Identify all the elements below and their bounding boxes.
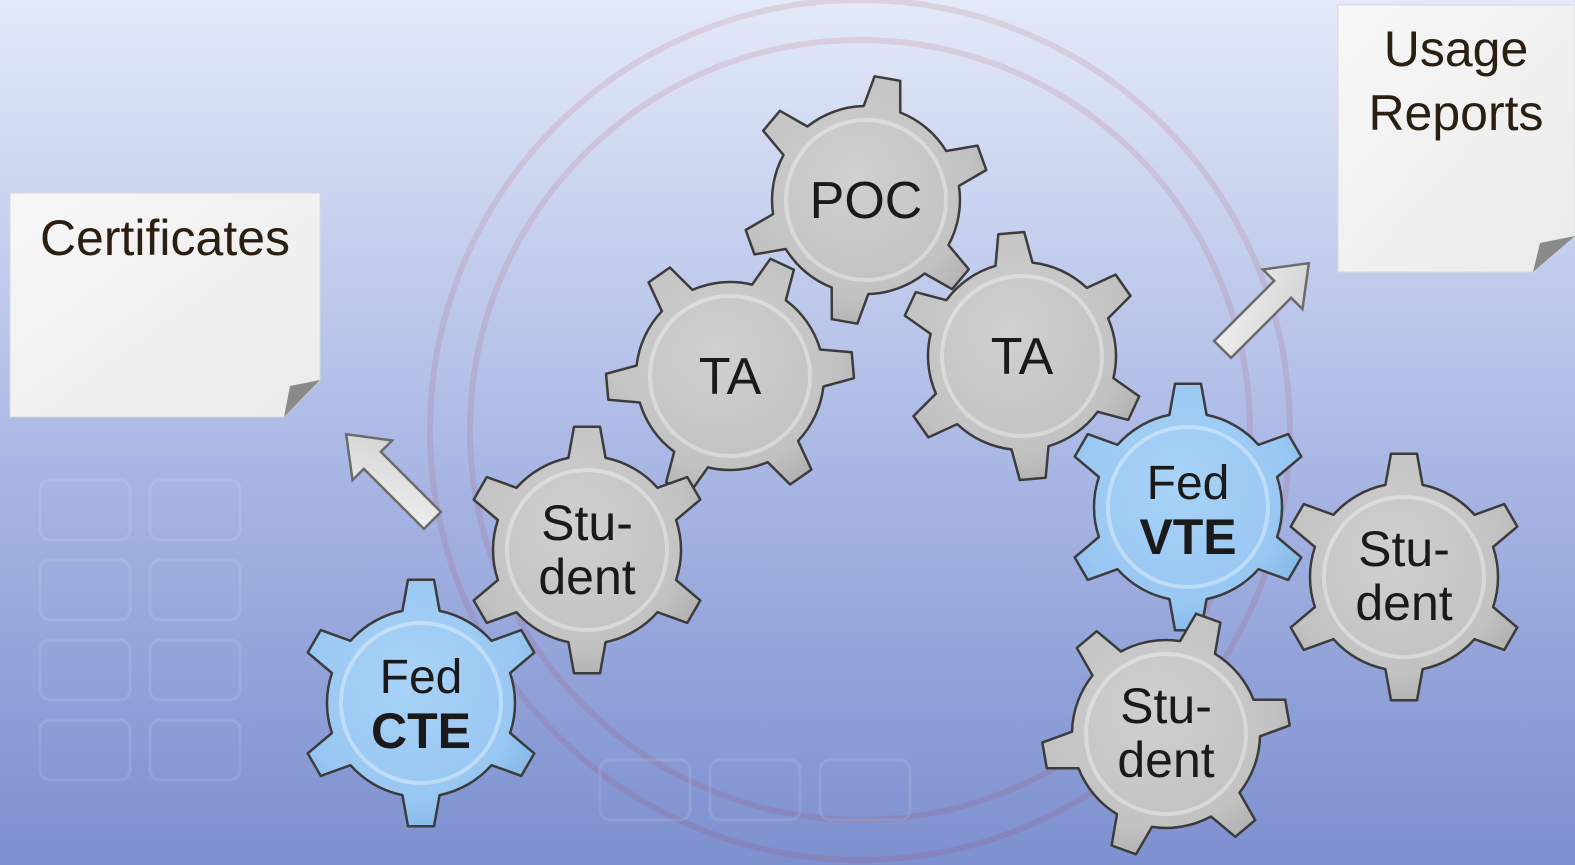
gear-ta-right-shape (903, 230, 1141, 482)
gear-fed-vte-line1: Fed (1147, 457, 1230, 510)
gear-student-right: Stu- dent (1289, 452, 1519, 702)
background-watermark-grid (38, 478, 912, 822)
gear-ta-left-bevel (648, 294, 812, 458)
gear-poc-shape (744, 75, 988, 325)
certificates-label: Certificates (40, 210, 290, 266)
gear-poc-label: POC (810, 172, 923, 230)
gear-fed-cte-line1: Fed (380, 651, 463, 704)
gear-student-right-line2: dent (1355, 575, 1452, 631)
certificates-note: Certificates (9, 192, 321, 418)
gear-fed-cte-line2: CTE (371, 703, 471, 759)
gear-student-left-line2: dent (538, 549, 635, 605)
gear-student-right-line1: Stu- (1358, 521, 1450, 577)
usage-reports-label-line2: Reports (1368, 85, 1543, 141)
gear-student-left-bevel (505, 468, 669, 632)
gear-fed-vte-line2: VTE (1139, 509, 1236, 565)
gear-fed-cte-bevel (339, 621, 503, 785)
gear-fed-vte-shape (1073, 382, 1303, 632)
gear-student-right-shape (1289, 452, 1519, 702)
gear-ta-left-label: TA (699, 348, 762, 406)
usage-reports-label-line1: Usage (1384, 21, 1529, 77)
gear-ta-left: TA (604, 257, 856, 495)
gear-poc-bevel (784, 118, 948, 282)
gear-student-right-bevel (1322, 495, 1486, 659)
gear-ta-left-shape (604, 257, 856, 495)
gear-student-bottom-line2: dent (1117, 732, 1214, 788)
arrow-to-usage-reports (1212, 261, 1311, 360)
gear-student-bottom-shape (1041, 612, 1291, 856)
gear-student-left-line1: Stu- (541, 495, 633, 551)
gear-student-bottom-line1: Stu- (1120, 678, 1212, 734)
gear-student-left-shape (472, 425, 702, 675)
arrow-to-certificates (344, 432, 443, 531)
gear-ta-right-label: TA (991, 328, 1054, 386)
gear-student-bottom: Stu- dent (1041, 612, 1291, 856)
gear-fed-vte-bevel (1106, 425, 1270, 589)
gear-student-bottom-bevel (1084, 652, 1248, 816)
gear-ta-right: TA (903, 230, 1141, 482)
gear-student-left: Stu- dent (472, 425, 702, 675)
gear-fed-vte: Fed VTE (1073, 382, 1303, 632)
background-watermark-seal (427, 0, 1293, 863)
usage-reports-note: Usage Reports (1337, 4, 1575, 273)
gear-poc: POC (744, 75, 988, 325)
gear-fed-cte: Fed CTE (306, 578, 536, 828)
gear-ta-right-bevel (940, 274, 1104, 438)
gear-fed-cte-shape (306, 578, 536, 828)
